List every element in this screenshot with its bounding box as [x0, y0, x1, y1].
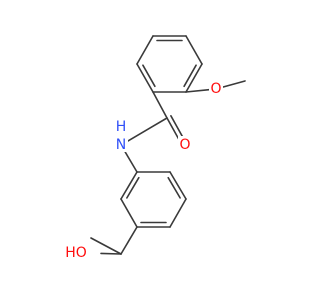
bond-a5-a6: [136, 35, 154, 65]
carbonyl-oxygen-atom: O: [178, 136, 192, 153]
molecule-svg: N H O O HO: [62, 35, 246, 261]
bond-b5-b6: [169, 171, 187, 200]
bond-a2-ome: [185, 88, 210, 93]
bond-b5-b6-inner: [167, 176, 181, 199]
methoxy-oxygen-label: O: [210, 81, 221, 97]
bond-a2-a3-inner: [183, 64, 197, 88]
nitrogen-hydrogen-label: H: [116, 119, 127, 135]
bond-cch-cch3: [90, 237, 122, 255]
bond-b1-b2: [120, 171, 138, 200]
bond-a2-a3: [185, 63, 203, 93]
methoxy-oxygen-atom: O: [209, 81, 223, 97]
bond-ome-cme: [221, 80, 246, 88]
bond-cch-oh: [100, 252, 122, 255]
bond-cco-n: [126, 117, 168, 143]
bond-cco-ocarb-second: [170, 115, 184, 138]
bond-n-b1: [123, 150, 138, 173]
bond-b4-b5: [169, 198, 187, 228]
carbonyl-oxygen-label: O: [179, 137, 190, 153]
bond-a6-a1: [136, 63, 154, 93]
bond-a1-cco: [152, 91, 168, 119]
bond-cco-ocarb: [166, 117, 180, 140]
bond-b2-b3: [120, 198, 138, 228]
nitrogen-label: N: [116, 137, 126, 153]
hydroxyl-atom: HO: [62, 245, 90, 261]
hydroxyl-label: HO: [65, 245, 87, 261]
bond-a6-a1-inner: [142, 64, 156, 88]
nitrogen-atom: N H: [114, 119, 128, 153]
bond-a3-a4: [185, 35, 203, 65]
structure-diagram: N H O O HO: [62, 35, 246, 261]
bonds-group: [90, 35, 246, 255]
atom-labels-group: N H O O HO: [62, 81, 223, 261]
bond-b1-b2-inner: [126, 176, 140, 199]
bond-b3-cch: [120, 226, 138, 255]
